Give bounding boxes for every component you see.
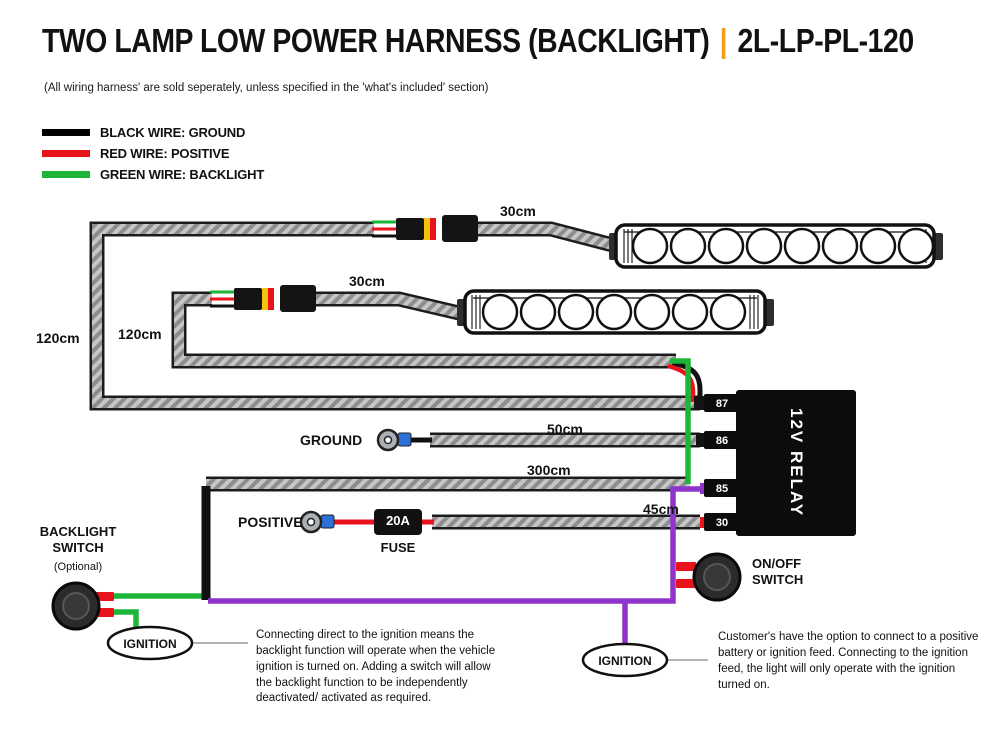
harness-braid-main-120cm <box>89 221 700 411</box>
length-label-300cm-backlight: 300cm <box>527 462 571 478</box>
connector1-wire-tails <box>372 220 398 238</box>
length-label-120cm-main: 120cm <box>36 330 80 346</box>
ground-label: GROUND <box>300 432 363 448</box>
subtitle: (All wiring harness' are sold seperately… <box>44 82 489 94</box>
relay-pin-30: 30 <box>715 517 729 529</box>
legend-item-ground: BLACK WIRE: GROUND <box>42 122 264 143</box>
ignition-right-ellipse <box>581 642 669 678</box>
fuse-label: FUSE <box>380 540 416 555</box>
led-light-bar-2 <box>457 289 774 335</box>
relay-12v <box>704 390 856 536</box>
backlight-switch-optional-label: (Optional) <box>53 561 103 573</box>
connector2-wire-tails <box>210 290 234 308</box>
note-backlight-ignition: Connecting direct to the ignition means … <box>256 629 496 705</box>
title-separator: | <box>719 22 728 59</box>
part-number: 2L-LP-PL-120 <box>737 22 915 59</box>
positive-label: POSITIVE <box>238 514 303 530</box>
backlight-switch-label: BACKLIGHT SWITCH <box>39 524 117 556</box>
relay-pin-85: 85 <box>715 483 729 495</box>
harness-braid-lamp1-30cm <box>478 221 630 257</box>
length-label-45cm-positive: 45cm <box>643 501 679 517</box>
legend-label: RED WIRE: POSITIVE <box>100 146 230 161</box>
length-label-30cm-lamp1: 30cm <box>500 203 536 219</box>
green-backlight-wire <box>112 358 691 628</box>
relay-label: 12V RELAY <box>787 408 806 518</box>
fuse-body <box>374 509 422 535</box>
led-light-bar-1 <box>609 223 943 269</box>
green-wire-swatch <box>42 171 90 178</box>
ignition-left-ellipse <box>106 625 194 661</box>
page-title: TWO LAMP LOW POWER HARNESS (BACKLIGHT) |… <box>42 22 914 60</box>
relay-pin-87: 87 <box>715 398 729 410</box>
fuse-rating-label: 20A <box>386 513 410 528</box>
legend-item-positive: RED WIRE: POSITIVE <box>42 143 264 164</box>
ground-ring-terminal-icon <box>376 428 412 452</box>
wire-color-legend: BLACK WIRE: GROUND RED WIRE: POSITIVE GR… <box>42 122 264 185</box>
harness-braid-second-120cm <box>171 291 676 369</box>
legend-item-backlight: GREEN WIRE: BACKLIGHT <box>42 164 264 185</box>
deutsch-connector-pair-1 <box>396 215 478 242</box>
length-label-30cm-lamp2: 30cm <box>349 273 385 289</box>
ignition-left-label: IGNITION <box>123 637 177 651</box>
length-label-50cm-ground: 50cm <box>547 421 583 437</box>
note-positive-ignition: Customer's have the option to connect to… <box>718 631 979 691</box>
relay-pin-86: 86 <box>715 435 729 447</box>
backlight-switch <box>51 581 114 631</box>
harness-braid-lamp2-30cm <box>312 291 478 325</box>
red-wire-swatch <box>42 150 90 157</box>
positive-ring-terminal-icon <box>299 510 335 534</box>
deutsch-connector-pair-2 <box>234 285 316 312</box>
legend-label: BLACK WIRE: GROUND <box>100 125 246 140</box>
onoff-switch <box>676 552 742 602</box>
onoff-switch-label: ON/OFF SWITCH <box>752 556 804 588</box>
legend-label: GREEN WIRE: BACKLIGHT <box>100 167 265 182</box>
length-label-120cm-second: 120cm <box>118 326 162 342</box>
title-text: TWO LAMP LOW POWER HARNESS (BACKLIGHT) <box>42 22 710 59</box>
ignition-right-label: IGNITION <box>598 654 652 668</box>
black-wire-swatch <box>42 129 90 136</box>
